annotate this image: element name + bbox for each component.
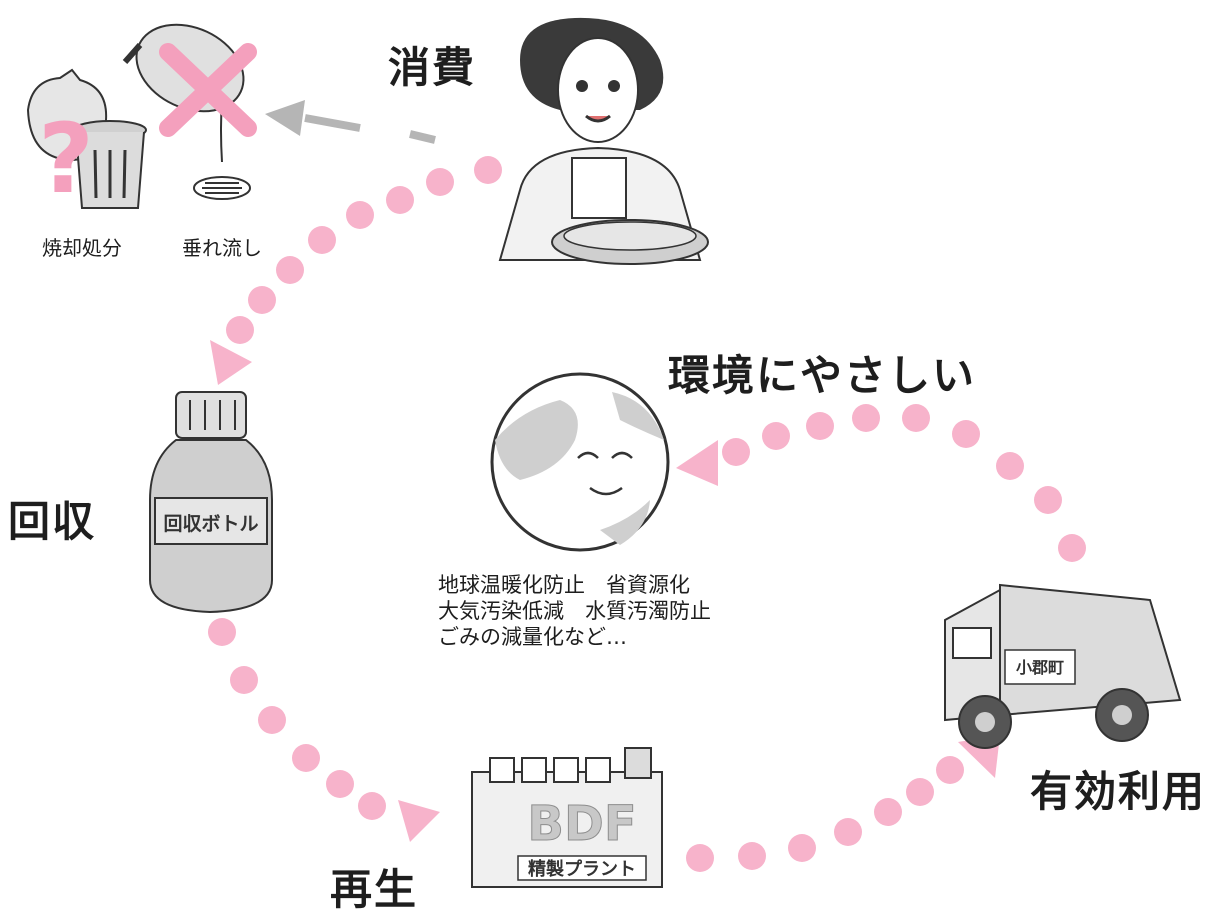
flow-dot xyxy=(1058,534,1086,562)
arrow-head-collection xyxy=(210,340,252,385)
flow-dot xyxy=(258,706,286,734)
flow-dot xyxy=(358,792,386,820)
drain-icon xyxy=(193,176,251,200)
flow-dot xyxy=(326,770,354,798)
flow-dot xyxy=(474,156,502,184)
flow-dot xyxy=(936,756,964,784)
flow-dot xyxy=(996,452,1024,480)
flow-dot xyxy=(292,744,320,772)
disposal-illustration: ? xyxy=(26,23,257,215)
trash-can-icon xyxy=(73,120,147,209)
flow-dot xyxy=(248,286,276,314)
flow-dot xyxy=(276,256,304,284)
flow-dot xyxy=(386,186,414,214)
label-pour-down-drain: 垂れ流し xyxy=(182,236,262,260)
label-consumption: 消費 xyxy=(388,43,477,92)
flow-dot xyxy=(738,842,766,870)
flow-dot xyxy=(1034,486,1062,514)
label-effective-use: 有効利用 xyxy=(1030,767,1207,816)
flow-dot xyxy=(952,420,980,448)
flow-dot xyxy=(906,778,934,806)
truck-label: 小郡町 xyxy=(1016,658,1064,677)
label-incineration: 焼却処分 xyxy=(42,236,122,260)
arrow-head-eco xyxy=(676,440,718,486)
disposal-arrow xyxy=(265,100,436,144)
flow-dot xyxy=(874,798,902,826)
arrow-head-regeneration xyxy=(398,800,440,842)
woman-illustration xyxy=(498,17,709,265)
flow-dot xyxy=(722,438,750,466)
benefits-line-1: 地球温暖化防止 省資源化 xyxy=(438,573,690,597)
flow-dot xyxy=(426,168,454,196)
label-collection: 回収 xyxy=(8,497,97,546)
flow-dot xyxy=(686,844,714,872)
cross-icon xyxy=(159,43,257,137)
bottle-illustration xyxy=(149,391,273,614)
flow-dot xyxy=(762,422,790,450)
flow-dot xyxy=(852,404,880,432)
truck-illustration xyxy=(944,583,1182,749)
bottle-label: 回収ボトル xyxy=(163,513,258,535)
flow-dot xyxy=(208,618,236,646)
flow-dot xyxy=(346,201,374,229)
flow-dot xyxy=(226,316,254,344)
flow-dots xyxy=(208,156,1086,872)
flow-dot xyxy=(788,834,816,862)
flow-dot xyxy=(806,412,834,440)
flow-dot xyxy=(308,226,336,254)
benefits-line-3: ごみの減量化など… xyxy=(438,625,627,649)
plant-illustration xyxy=(471,747,663,888)
flow-dot xyxy=(230,666,258,694)
question-mark: ? xyxy=(38,103,94,215)
flow-dot xyxy=(834,818,862,846)
label-regeneration: 再生 xyxy=(330,865,419,914)
flow-dot xyxy=(902,404,930,432)
label-eco-friendly: 環境にやさしい xyxy=(668,351,977,400)
benefits-line-2: 大気汚染低減 水質汚濁防止 xyxy=(438,599,711,623)
plant-bdf-label: BDF xyxy=(527,796,636,852)
plant-small-label: 精製プラント xyxy=(528,858,636,880)
globe-illustration xyxy=(490,372,670,552)
